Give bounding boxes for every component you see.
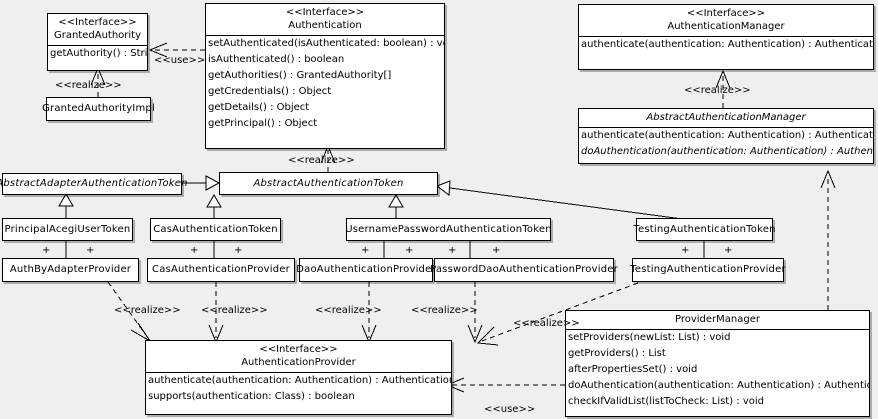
operation: isAuthenticated() : boolean [208,54,345,65]
divider [579,127,873,128]
class-abstract-authentication-manager[interactable]: AbstractAuthenticationManager authentica… [578,108,874,164]
class-cas-authentication-token[interactable]: CasAuthenticationToken [150,218,281,241]
class-name: TestingAuthenticationProvider [630,264,786,275]
class-provider-manager[interactable]: ProviderManager setProviders(newList: Li… [565,310,870,417]
class-granted-authority[interactable]: <<Interface>> GrantedAuthority getAuthor… [47,13,148,71]
class-name: ProviderManager [674,314,760,325]
class-granted-authority-impl[interactable]: GrantedAuthorityImpl [42,97,155,121]
stereotype-label: <<Interface>> [58,17,137,28]
edge-label-realize-provider-manager: <<realize>> [513,318,580,329]
edge-label-realize-dao-provider: <<realize>> [315,305,382,316]
operation: authenticate(authentication: Authenticat… [581,39,873,50]
edge-label-use-provider-manager: <<use>> [484,404,536,415]
class-abstract-adapter-authentication-token[interactable]: AbstractAdapterAuthenticationToken [0,173,187,195]
operation: authenticate(authentication: Authenticat… [148,375,451,386]
association-marker: + [190,245,199,256]
edge-label-realize-cas-provider: <<realize>> [201,305,268,316]
operation: getCredentials() : Object [208,86,332,97]
class-name: AbstractAdapterAuthenticationToken [0,178,188,189]
association-marker: + [492,245,501,256]
operation: supports(authentication: Class) : boolea… [148,391,355,402]
edge-label-use-granted-authority: <<use>> [154,55,206,66]
class-cas-authentication-provider[interactable]: CasAuthenticationProvider [147,258,295,282]
class-header: <<Interface>> GrantedAuthority [48,14,147,45]
operation: doAuthentication(authentication: Authent… [581,146,873,157]
divider [579,36,873,37]
class-name: CasAuthenticationToken [153,223,278,235]
class-header: <<Interface>> AuthenticationProvider [146,341,451,372]
stereotype-label: <<Interface>> [259,344,338,355]
divider [566,329,869,330]
association-marker: + [86,245,95,256]
operations-compartment: setProviders(newList: List) : void getPr… [566,330,869,410]
operation: getAuthority() : String [50,48,147,59]
operation: getAuthorities() : GrantedAuthority[] [208,70,392,81]
class-username-password-authentication-token[interactable]: UsernamePasswordAuthenticationToken [345,218,552,241]
class-auth-by-adapter-provider[interactable]: AuthByAdapterProvider [2,258,139,282]
class-authentication[interactable]: <<Interface>> Authentication setAuthenti… [205,3,445,149]
class-name: UsernamePasswordAuthenticationToken [345,223,552,235]
class-name: PasswordDaoAuthenticationProvider [430,264,618,275]
class-name: TestingAuthenticationToken [633,223,776,235]
class-abstract-authentication-token[interactable]: AbstractAuthenticationToken [219,172,438,195]
class-password-dao-authentication-provider[interactable]: PasswordDaoAuthenticationProvider [430,258,618,282]
class-header: AbstractAuthenticationManager [579,109,873,127]
edge-label-realize-abstract-authentication-manager: <<realize>> [684,85,751,96]
stereotype-label: <<Interface>> [285,7,365,18]
class-name: AuthenticationManager [667,21,785,32]
operation: afterPropertiesSet() : void [568,364,698,375]
operations-compartment: authenticate(authentication: Authenticat… [579,37,873,53]
operations-compartment: setAuthenticated(isAuthenticated: boolea… [206,36,444,132]
operation: doAuthentication(authentication: Authent… [568,380,869,391]
association-marker: + [361,245,370,256]
divider [146,372,451,373]
divider [206,35,444,36]
association-marker: + [448,245,457,256]
class-name: Authentication [288,20,362,31]
divider [48,45,147,46]
class-dao-authentication-provider[interactable]: DaoAuthenticationProvider [296,258,436,282]
class-name: AuthenticationProvider [241,357,356,368]
operation: authenticate(authentication: Authenticat… [581,130,873,141]
class-principal-acegi-user-token[interactable]: PrincipalAcegiUserToken [2,218,133,241]
operation: setAuthenticated(isAuthenticated: boolea… [208,38,444,49]
operation: setProviders(newList: List) : void [568,332,731,343]
class-name: GrantedAuthorityImpl [42,103,155,114]
association-marker: + [405,245,414,256]
association-marker: + [724,245,733,256]
edge-label-realize-abstract-authentication-token: <<realize>> [288,155,355,166]
class-name: AbstractAuthenticationManager [646,112,806,123]
class-authentication-manager[interactable]: <<Interface>> AuthenticationManager auth… [578,4,874,70]
class-authentication-provider[interactable]: <<Interface>> AuthenticationProvider aut… [145,340,452,415]
operation: getProviders() : List [568,348,666,359]
association-marker: + [42,245,51,256]
operation: checkIfValidList(listToCheck: List) : vo… [568,396,765,407]
class-name: PrincipalAcegiUserToken [4,223,131,235]
class-name: AuthByAdapterProvider [9,264,132,275]
class-name: DaoAuthenticationProvider [296,264,436,275]
class-testing-authentication-provider[interactable]: TestingAuthenticationProvider [630,258,786,282]
operations-compartment: getAuthority() : String [48,46,147,62]
edge-label-realize-granted-authority-impl: <<realize>> [55,80,122,91]
class-name: AbstractAuthenticationToken [253,177,404,189]
operations-compartment: authenticate(authentication: Authenticat… [579,128,873,160]
edge-label-realize-auth-by-adapter: <<realize>> [114,305,181,316]
operation: getPrincipal() : Object [208,118,318,129]
operation: getDetails() : Object [208,102,310,113]
stereotype-label: <<Interface>> [686,8,766,19]
edge-label-realize-password-dao-provider: <<realize>> [411,305,478,316]
association-marker: + [234,245,243,256]
class-name: GrantedAuthority [53,30,142,41]
class-name: CasAuthenticationProvider [152,264,290,275]
operations-compartment: authenticate(authentication: Authenticat… [146,373,451,405]
class-testing-authentication-token[interactable]: TestingAuthenticationToken [633,218,776,241]
class-header: <<Interface>> AuthenticationManager [579,5,873,36]
class-header: ProviderManager [566,311,869,329]
class-header: <<Interface>> Authentication [206,4,444,35]
association-marker: + [681,245,690,256]
